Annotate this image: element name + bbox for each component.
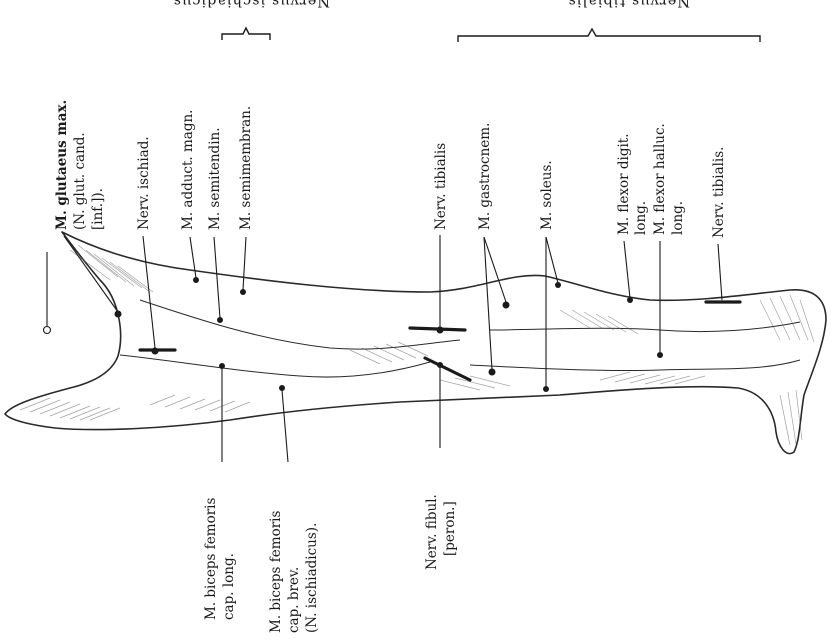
- muscle-contour: [470, 360, 800, 371]
- pin-marker: [543, 386, 549, 392]
- header-nervus-tibialis: Nervus tibialis.: [562, 0, 690, 8]
- label-glutaeus-line1: M. glutaeus max.: [54, 100, 70, 230]
- label-semimembran: M. semimembran.: [238, 106, 254, 230]
- muscle-contour: [490, 322, 800, 332]
- leg-figure: [5, 232, 826, 454]
- labels-lower: M. biceps femoris cap. long. M. biceps f…: [203, 494, 458, 633]
- pin-marker: [115, 311, 122, 318]
- label-biceps-long-line2: cap. long.: [221, 553, 237, 620]
- label-biceps-brev-line1: M. biceps femoris: [268, 511, 284, 633]
- pin-marker: [555, 282, 561, 288]
- muscle-contour: [140, 300, 460, 349]
- label-flexor-halluc-line2: long.: [670, 201, 686, 235]
- pin-marker: [193, 277, 199, 283]
- label-nerv-ischiad: Nerv. ischiad.: [136, 136, 152, 230]
- label-gastrocnem: M. gastrocnem.: [477, 123, 493, 230]
- pin-marker: [219, 363, 225, 369]
- pin-marker: [657, 352, 663, 358]
- header-braces: [222, 28, 760, 42]
- pin-marker: [279, 385, 285, 391]
- label-biceps-brev-line3: (N. ischiadicus).: [304, 523, 320, 633]
- label-glutaeus-line3: [inf.]).: [90, 188, 106, 230]
- label-flexor-digit-line2: long.: [633, 201, 649, 235]
- labels-upper: M. glutaeus max. (N. glut. cand. [inf.])…: [54, 100, 727, 238]
- label-soleus: M. soleus.: [539, 160, 555, 230]
- pin-marker: [437, 362, 443, 368]
- label-biceps-long-line1: M. biceps femoris: [203, 498, 219, 620]
- pin-marker: [44, 327, 51, 334]
- pin-marker: [503, 302, 510, 309]
- label-glutaeus-line2: (N. glut. cand.: [72, 132, 88, 230]
- header-nervus-ischiadicus: Nervus ischiadicus.: [167, 0, 330, 8]
- nerve-fibularis-stroke: [425, 358, 470, 380]
- brace-ischiadicus: [222, 28, 270, 40]
- label-semitendin: M. semitendin.: [207, 128, 223, 231]
- pin-marker: [437, 327, 444, 334]
- label-biceps-brev-line2: cap. brev.: [286, 567, 302, 633]
- label-nerv-fibul-line1: Nerv. fibul.: [424, 494, 440, 570]
- label-nerv-fibul-line2: [peron.]: [442, 501, 458, 556]
- label-flexor-halluc-line1: M. flexor halluc.: [652, 123, 668, 235]
- leg-outline: [5, 232, 826, 454]
- pin-marker: [489, 369, 496, 376]
- pin-marker: [627, 297, 633, 303]
- label-nerv-tibialis-lower: Nerv. tibialis.: [711, 147, 727, 238]
- pin-marker: [152, 348, 159, 355]
- pin-marker: [217, 317, 223, 323]
- brace-tibialis: [458, 29, 760, 42]
- label-adduct-magn: M. adduct. magn.: [180, 110, 196, 230]
- label-flexor-digit-line1: M. flexor digit.: [616, 133, 632, 235]
- label-nerv-tibialis-upper: Nerv. tibialis: [433, 143, 449, 230]
- pin-marker: [240, 289, 246, 295]
